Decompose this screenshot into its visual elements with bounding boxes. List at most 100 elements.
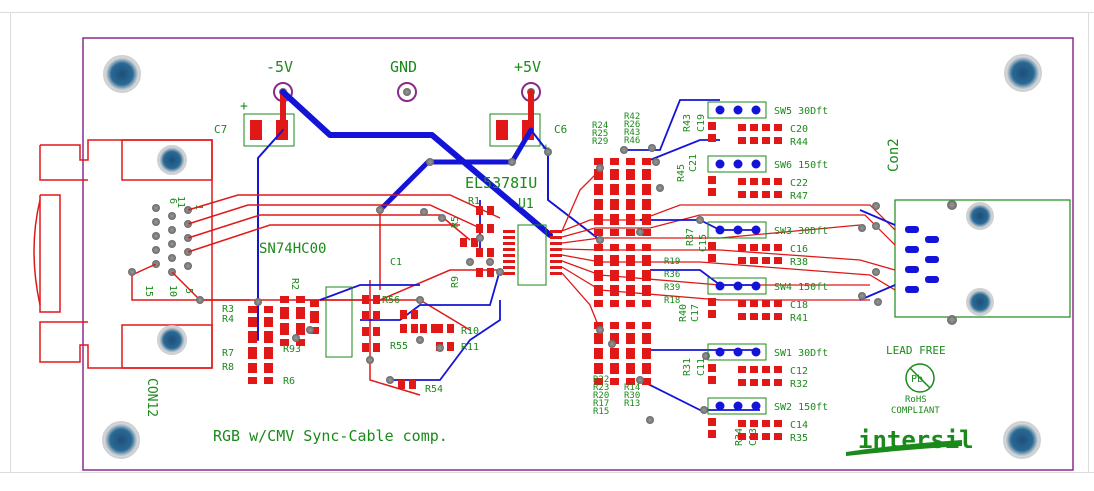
- r11-label: R11: [461, 342, 479, 353]
- smd-r-bot-0-1: [594, 337, 603, 355]
- r55-label: R55: [390, 341, 408, 352]
- via-3: [376, 206, 384, 214]
- via-9: [596, 236, 604, 244]
- c21-label: C21: [688, 154, 699, 172]
- r56-label: R56: [382, 295, 400, 306]
- via-24: [366, 356, 374, 364]
- cap-c7: [243, 113, 295, 147]
- smd-mid-0: [362, 295, 380, 304]
- mount-hole-tr: [1004, 54, 1042, 92]
- smd-mid-11: [476, 224, 494, 233]
- switch-res-label: R44: [790, 137, 808, 148]
- r40-label: R40: [678, 304, 689, 322]
- left-group-labels-item: R42: [624, 112, 640, 122]
- smd-r-bot-3-1: [642, 337, 651, 355]
- switch-cap-label: C20: [790, 124, 808, 135]
- via-0: [426, 158, 434, 166]
- bot-group-labels-item: R15: [593, 407, 609, 417]
- smd-r-bot-3-0: [642, 322, 651, 340]
- smd-r-top-0-1: [594, 173, 603, 191]
- viewer-frame-top: [0, 12, 1094, 13]
- viewer-frame-right: [1088, 12, 1089, 473]
- via-38: [700, 406, 708, 414]
- con12-label: CON12: [144, 378, 159, 417]
- dsub-screw-top: [157, 145, 187, 175]
- smd-clusters: [248, 158, 651, 389]
- via-15: [874, 298, 882, 306]
- smd-left-2: [248, 320, 257, 338]
- bot-group-labels-item: R20: [593, 391, 609, 401]
- compliant-label: COMPLIANT: [891, 406, 940, 416]
- smd-r-top-1-3: [610, 203, 619, 221]
- switch-cap-label: C14: [790, 420, 808, 431]
- smd-r-top-1-1: [610, 173, 619, 191]
- via-2: [544, 148, 552, 156]
- gnd-label: GND: [390, 58, 417, 76]
- via-14: [872, 268, 880, 276]
- r2-label: R2: [289, 278, 300, 290]
- smd-r-mid-0-0: [594, 244, 603, 262]
- smd-left-4: [248, 336, 257, 354]
- smd-r-bot-0-0: [594, 322, 603, 340]
- dsub-pin-label-6: 6: [167, 198, 178, 204]
- r45-label: R45: [676, 164, 687, 182]
- smd-r-mid-0-1: [594, 259, 603, 277]
- left-group-labels-item: R25: [592, 129, 608, 139]
- smd-r-bot-2-3: [626, 367, 635, 385]
- c15-label: C15: [698, 234, 709, 252]
- mid-group-labels-item: R19: [664, 257, 680, 267]
- smd-r-bot-2-0: [626, 322, 635, 340]
- smd-left-11: [296, 296, 305, 314]
- dsub-screw-bottom: [157, 325, 187, 355]
- via-8: [656, 184, 664, 192]
- smd-r-bot-0-3: [594, 367, 603, 385]
- smd-left-16: [310, 300, 319, 318]
- switch-label: SW5 30Dft: [774, 106, 828, 117]
- smd-mid-3: [362, 343, 380, 352]
- c19-label: C19: [696, 114, 707, 132]
- mid-group-labels-item: R36: [664, 270, 680, 280]
- smd-mid-14: [460, 238, 478, 247]
- smd-r-top-2-1: [626, 173, 635, 191]
- smd-mid-10: [476, 206, 494, 215]
- switch-cap-label: C18: [790, 300, 808, 311]
- via-29: [306, 326, 314, 334]
- ic-u1: [503, 224, 562, 286]
- smd-r-mid-1-1: [610, 259, 619, 277]
- smd-r-top-0-2: [594, 188, 603, 206]
- switch-label: SW3 30Dft: [774, 226, 828, 237]
- dsub-pin-label-5: 5: [183, 288, 194, 294]
- smd-r-mid-1-3: [610, 289, 619, 307]
- via-22: [438, 214, 446, 222]
- via-37: [646, 416, 654, 424]
- via-36: [636, 376, 644, 384]
- u1-blue-traces: [620, 99, 896, 411]
- via-7: [652, 158, 660, 166]
- via-35: [608, 340, 616, 348]
- r93-label: R93: [283, 344, 301, 355]
- bottom-copper-traces-left: [319, 200, 501, 381]
- vias: [128, 144, 882, 424]
- viewer-frame-left: [10, 12, 11, 473]
- smd-mid-7: [436, 324, 454, 333]
- smd-r-mid-0-3: [594, 289, 603, 307]
- r4-label: R4: [222, 314, 234, 325]
- via-5: [620, 146, 628, 154]
- smd-mid-5: [400, 324, 418, 333]
- smd-left-14: [280, 328, 289, 346]
- via-23: [466, 258, 474, 266]
- mount-hole-tl: [103, 55, 141, 93]
- con2-connector: [894, 199, 1071, 325]
- smd-r-top-0-0: [594, 158, 603, 176]
- left-group-labels-item: R24: [592, 121, 608, 131]
- smd-r-bot-1-2: [610, 352, 619, 370]
- via-11: [696, 216, 704, 224]
- board-outline: [82, 37, 1074, 471]
- via-12: [872, 202, 880, 210]
- mount-hole-br: [1003, 421, 1041, 459]
- minus5v-label: -5V: [266, 58, 293, 76]
